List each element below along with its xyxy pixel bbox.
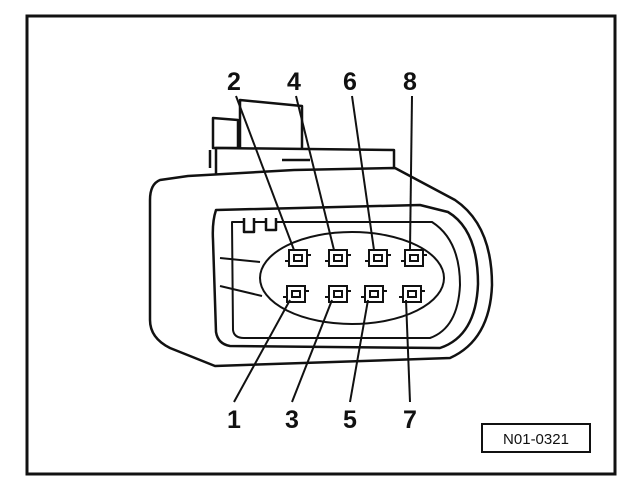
leader-lines [233,95,413,403]
leader-line-pin-2 [235,95,295,251]
terminal-pin-2 [285,249,311,267]
pin-label-5: 5 [343,406,357,434]
terminal-pin-5 [361,285,387,303]
leader-line-pin-8 [409,95,413,251]
terminal-pin-4 [325,249,351,267]
figure-code: N01-0321 [503,431,569,448]
leader-line-pin-5 [349,299,369,403]
pin-label-1: 1 [227,406,241,434]
terminal-pin-3 [325,285,351,303]
pin-label-8: 8 [403,68,417,96]
pin-label-7: 7 [403,406,417,434]
pin-label-2: 2 [227,68,241,96]
pin-label-6: 6 [343,68,357,96]
leader-line-pin-4 [295,95,335,251]
pin-label-4: 4 [287,68,301,96]
leader-line-pin-3 [291,299,333,403]
pin-label-3: 3 [285,406,299,434]
terminal-pin-1 [283,285,309,303]
leader-line-pin-1 [233,299,291,403]
figure-code-box: N01-0321 [481,423,591,453]
terminal-pin-8 [401,249,427,267]
terminal-pin-7 [399,285,425,303]
leader-line-pin-6 [351,95,375,251]
terminal-cavities [283,249,427,303]
leader-line-pin-7 [405,299,411,403]
terminal-pin-6 [365,249,391,267]
